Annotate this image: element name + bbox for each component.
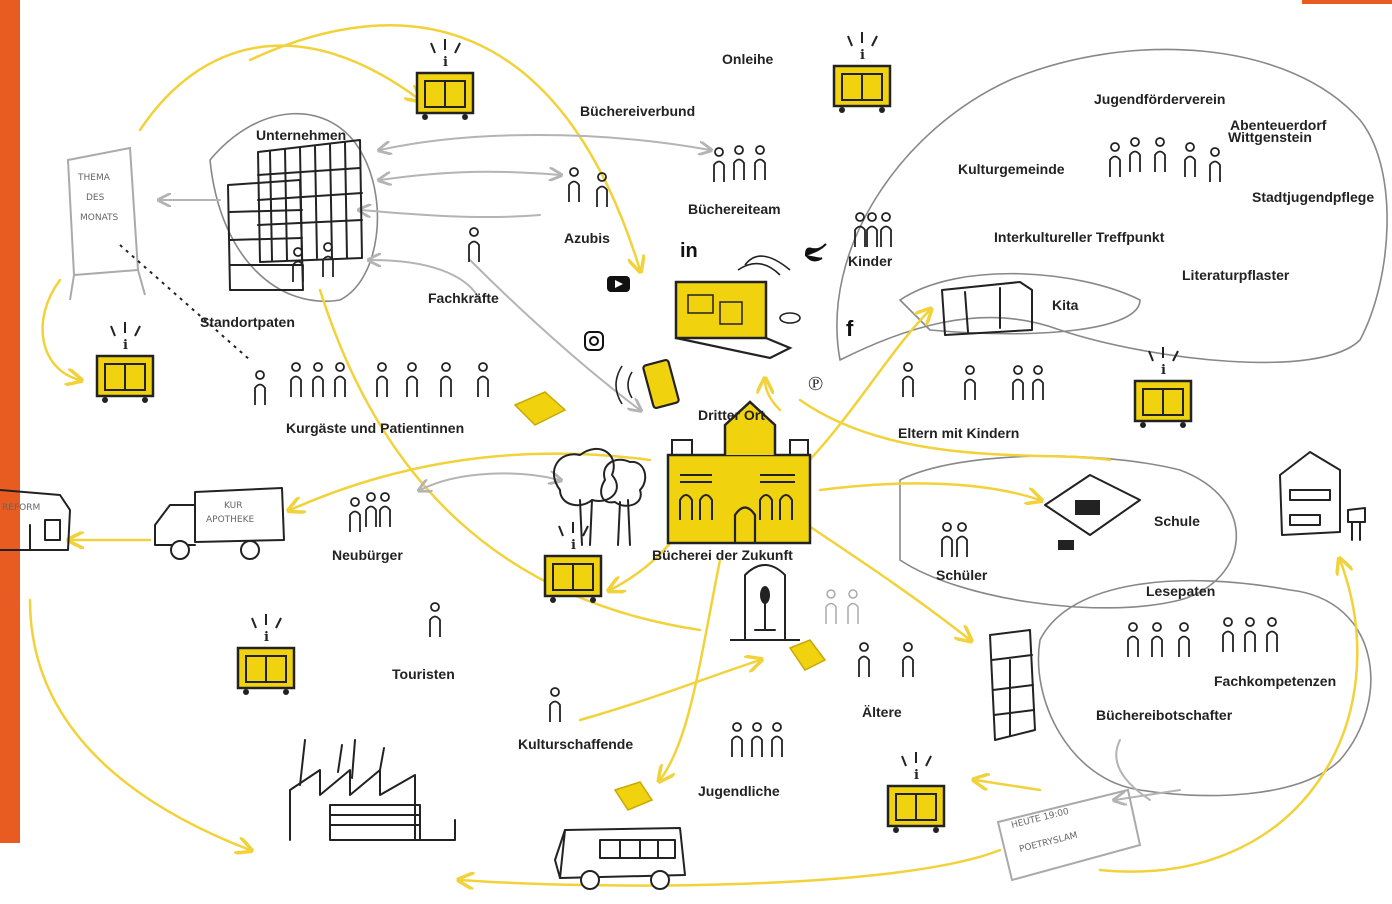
arrow-center-to-shelf <box>798 518 970 640</box>
label-buechereibotschafter: Büchereibotschafter <box>1096 707 1233 723</box>
truck-text-1: KUR <box>224 501 243 511</box>
label-aeltere: Ältere <box>862 704 902 720</box>
kur-apotheke-truck-icon <box>154 487 285 560</box>
label-dritter-ort: Dritter Ort <box>698 407 765 423</box>
youtube-icon <box>607 276 630 292</box>
outline-unternehmen <box>209 112 379 302</box>
arrow-top-loop <box>248 24 640 270</box>
label-stadtjugendpflege: Stadtjugendpflege <box>1252 189 1374 205</box>
label-literaturpflaster: Literaturpflaster <box>1182 267 1290 283</box>
arrow-pink-loop <box>318 288 702 632</box>
instagram-icon <box>584 331 604 351</box>
label-interkultureller: Interkultureller Treffpunkt <box>994 229 1165 245</box>
label-standortpaten: Standortpaten <box>200 314 295 330</box>
labels: Onleihe Büchereiverbund Unternehmen Büch… <box>200 51 1374 799</box>
label-jugendliche: Jugendliche <box>698 783 780 799</box>
house-icon <box>1279 451 1366 541</box>
library-building-icon <box>666 400 812 545</box>
yellow-books-icons <box>513 391 827 811</box>
label-kulturschaffende: Kulturschaffende <box>518 736 633 752</box>
label-eltern: Eltern mit Kindern <box>898 425 1019 441</box>
poetry-stage-icon <box>730 564 800 641</box>
poetryslam-poster-icon <box>996 788 1142 882</box>
label-fachkraefte: Fachkräfte <box>428 290 499 306</box>
label-kurgaeste: Kurgäste und Patientinnen <box>286 420 464 436</box>
shop-text: REFORM <box>2 503 40 513</box>
sign-text-2: DES <box>86 193 105 203</box>
poster-text-2: POETRYSLAM <box>1018 831 1078 855</box>
label-touristen: Touristen <box>392 666 455 682</box>
label-abenteuerdorf-1: Abenteuerdorf <box>1230 117 1327 133</box>
pinterest-icon: ℗ <box>808 371 823 395</box>
label-kulturgemeinde: Kulturgemeinde <box>958 161 1065 177</box>
factory-icon <box>289 739 456 841</box>
kita-furniture-icon <box>941 281 1033 336</box>
arrow-poster-to-kiosk <box>975 780 1042 792</box>
facebook-icon: f <box>846 316 854 341</box>
arrow-bottom-left-loop <box>28 598 250 850</box>
label-unternehmen: Unternehmen <box>256 127 346 143</box>
label-lesepaten: Lesepaten <box>1146 583 1215 599</box>
arrow-center-to-kita <box>798 310 930 472</box>
arrow-center-to-truck <box>290 452 652 510</box>
linkedin-icon: in <box>680 240 698 262</box>
label-abenteuerdorf-2: Wittgenstein <box>1228 129 1312 145</box>
office-buildings-icon <box>227 139 363 291</box>
outline-kita <box>899 272 1141 335</box>
reformhaus-shop-icon <box>0 489 71 551</box>
label-jugendfoerderverein: Jugendförderverein <box>1094 91 1225 107</box>
library-bus-icon <box>554 827 686 890</box>
arrow-center-up <box>765 380 782 412</box>
poster-text-1: HEUTE 19:00 <box>1010 807 1070 831</box>
sign-text-3: MONATS <box>80 213 119 223</box>
school-desk-icon <box>1044 474 1141 550</box>
yellow-arrows <box>28 24 1359 886</box>
arrow-center-to-school <box>818 482 1040 500</box>
label-buechereiverbund: Büchereiverbund <box>580 103 695 119</box>
label-buecherei-der-zukunft: Bücherei der Zukunft <box>652 547 793 563</box>
sign-text-1: THEMA <box>77 173 111 183</box>
outline-lesepaten <box>1037 579 1372 797</box>
smartphone-icon <box>615 358 680 410</box>
label-fachkompetenzen: Fachkompetenzen <box>1214 673 1336 689</box>
thema-sign-icon <box>66 146 251 361</box>
laptop-icon <box>674 255 801 360</box>
trees-icon <box>553 448 647 546</box>
orange-corner-mark <box>1302 0 1392 18</box>
label-schule: Schule <box>1154 513 1200 529</box>
label-kinder: Kinder <box>848 253 893 269</box>
outline-right-network <box>836 48 1388 364</box>
twitter-icon <box>804 243 827 262</box>
arrow-eltern-loop <box>798 398 1112 462</box>
gray-arrows <box>160 134 1181 800</box>
arrow-right-loop <box>1098 560 1359 873</box>
arrow-center-to-bus <box>660 558 722 780</box>
truck-text-2: APOTHEKE <box>206 515 255 525</box>
arrow-bottom-sweep <box>460 848 1002 886</box>
arrow-kulturschaffende <box>578 660 760 722</box>
label-onleihe: Onleihe <box>722 51 774 67</box>
orange-sidebar-bar <box>0 0 20 843</box>
bookshelf-icon <box>989 629 1036 741</box>
label-neubuerger: Neubürger <box>332 547 403 563</box>
social-icons: in f ℗ <box>584 240 854 395</box>
label-buechereiteam: Büchereiteam <box>688 201 781 217</box>
label-schueler: Schüler <box>936 567 988 583</box>
label-kita: Kita <box>1052 297 1079 313</box>
arrow-sign-to-kiosk-left <box>41 278 80 380</box>
arrow-to-kiosk-top <box>138 44 420 132</box>
label-azubis: Azubis <box>564 230 610 246</box>
